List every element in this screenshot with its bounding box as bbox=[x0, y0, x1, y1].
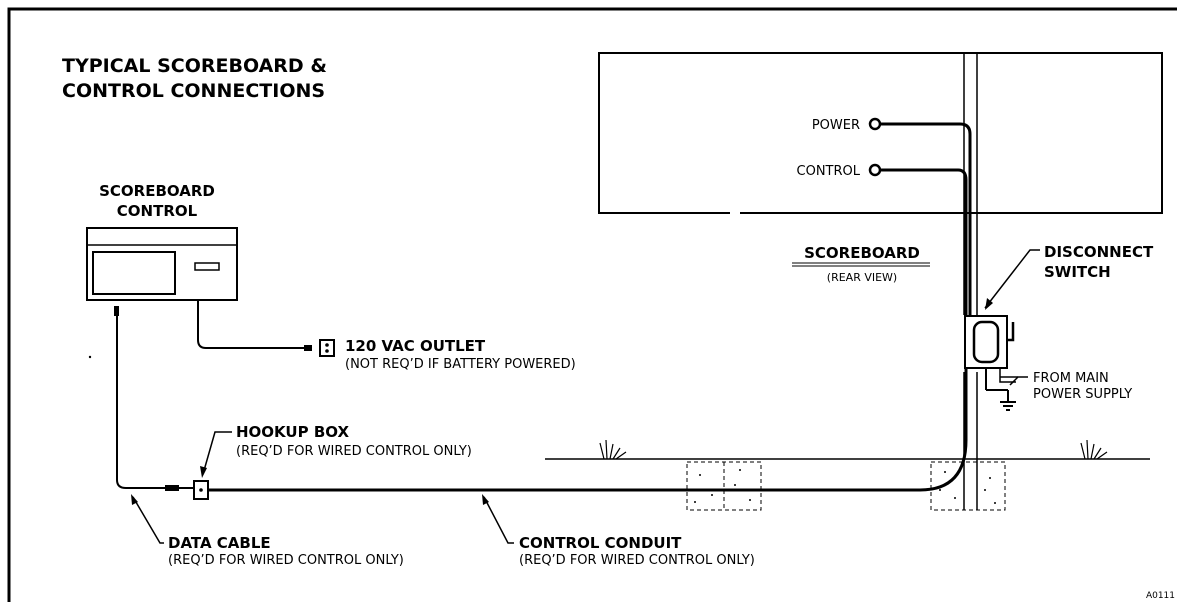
data-cable-label-1: DATA CABLE bbox=[168, 534, 271, 552]
data-cable-plug-icon bbox=[114, 306, 119, 316]
control-terminal-icon bbox=[868, 163, 882, 177]
conduit-label-1: CONTROL CONDUIT bbox=[519, 534, 682, 552]
hookup-label-1: HOOKUP BOX bbox=[236, 423, 349, 441]
conduit-label-2: (REQ’D FOR WIRED CONTROL ONLY) bbox=[519, 553, 755, 568]
frame-border bbox=[7, 7, 1177, 602]
power-label: POWER bbox=[812, 118, 860, 133]
control-title-2: CONTROL bbox=[117, 202, 198, 220]
hookup-box-icon bbox=[193, 480, 209, 500]
scoreboard-rear-panel bbox=[598, 52, 1163, 214]
title-line-2: CONTROL CONNECTIONS bbox=[62, 80, 325, 102]
power-terminal-icon bbox=[868, 117, 882, 131]
disconnect-label-1: DISCONNECT bbox=[1044, 243, 1154, 261]
power-wire bbox=[880, 122, 972, 316]
power-cord bbox=[197, 300, 304, 349]
hookup-label-2: (REQ’D FOR WIRED CONTROL ONLY) bbox=[236, 444, 472, 459]
disconnect-leader bbox=[984, 249, 1040, 309]
data-cable-label-2: (REQ’D FOR WIRED CONTROL ONLY) bbox=[168, 553, 404, 568]
disconnect-switch-icon bbox=[964, 315, 1016, 411]
stray-dot bbox=[88, 355, 92, 359]
control-wire bbox=[880, 168, 968, 492]
data-cable-connector-icon bbox=[165, 485, 179, 491]
main-power-label-2: POWER SUPPLY bbox=[1033, 387, 1132, 402]
figure-code: A0111 bbox=[1146, 591, 1175, 601]
outlet-label-2: (NOT REQ’D IF BATTERY POWERED) bbox=[345, 357, 576, 372]
scoreboard-label: SCOREBOARD bbox=[804, 244, 920, 262]
conduit-leader bbox=[483, 496, 514, 544]
outlet-label-1: 120 VAC OUTLET bbox=[345, 337, 486, 355]
scoreboard-control-unit bbox=[86, 227, 238, 301]
main-power-leader-2 bbox=[1009, 376, 1028, 386]
concrete-footing bbox=[686, 461, 1006, 511]
control-label: CONTROL bbox=[797, 164, 861, 179]
data-cable-arrowhead bbox=[131, 494, 138, 505]
support-pole bbox=[963, 53, 978, 510]
control-title-1: SCOREBOARD bbox=[99, 182, 215, 200]
title-line-1: TYPICAL SCOREBOARD & bbox=[62, 55, 327, 77]
hookup-arrowhead bbox=[200, 466, 207, 478]
disconnect-arrowhead bbox=[985, 298, 993, 310]
rear-view-label: (REAR VIEW) bbox=[827, 271, 897, 284]
data-cable-line bbox=[116, 316, 165, 489]
power-plug-icon bbox=[304, 345, 312, 351]
outlet-icon bbox=[319, 339, 335, 357]
conduit-arrowhead bbox=[482, 494, 489, 505]
concrete-speckle bbox=[694, 469, 996, 504]
main-power-label-1: FROM MAIN bbox=[1033, 371, 1109, 386]
grass-tuft-icon bbox=[599, 439, 1108, 460]
data-cable-leader bbox=[132, 496, 164, 544]
disconnect-label-2: SWITCH bbox=[1044, 263, 1111, 281]
hookup-leader bbox=[202, 431, 232, 475]
